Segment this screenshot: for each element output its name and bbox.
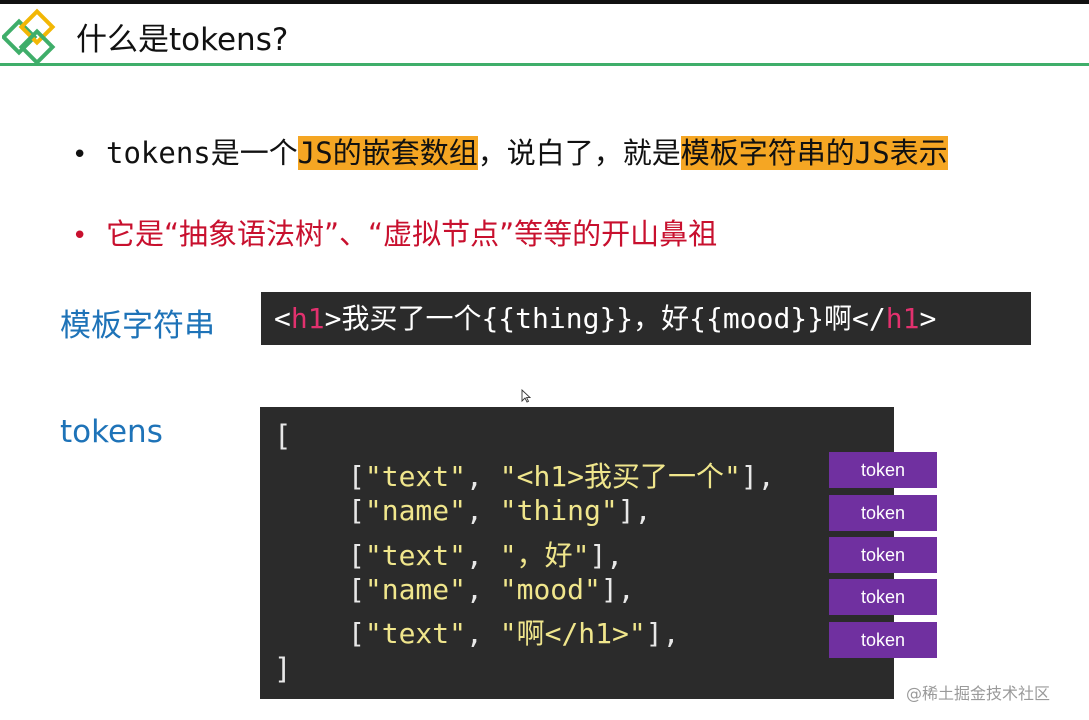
template-tag-open: h1 [290,302,325,335]
row-close: ], [645,617,680,650]
code-row: ["text", "<h1>我买了一个"], [348,455,775,495]
watermark: @稀土掘金技术社区 [906,684,1051,703]
row-sep: , [466,460,500,493]
row-open: [ [348,617,365,650]
row-value: "thing" [499,494,618,527]
tokens-code-block: [ ["text", "<h1>我买了一个"], ["name", "thing… [260,407,894,699]
mouse-cursor-icon [521,389,531,403]
template-end: > [919,302,937,335]
row-type: "text" [364,460,467,493]
row-sep: , [466,494,500,527]
token-badge: token [829,622,937,658]
template-body: 我买了一个{{thing}}，好{{mood}}啊</ [341,302,886,335]
bullet-1-js-a: JS [297,136,333,170]
code-row: ["name", "mood"], [348,573,635,606]
template-string-box: <h1>我买了一个{{thing}}，好{{mood}}啊</h1> [261,292,1031,345]
label-tokens: tokens [60,414,163,450]
template-gt: > [324,302,342,335]
row-value: "，好" [499,539,590,572]
code-close-bracket: ] [274,652,292,686]
row-value: "<h1>我买了一个" [499,460,741,493]
bullet-1-highlight-b: 模板字符串的JS表示 [680,136,948,170]
bullet-1-text-b: ，说白了，就是 [477,136,681,170]
bullet-dot-icon: • [72,140,88,170]
code-open-bracket: [ [274,419,292,453]
row-open: [ [348,573,365,606]
row-type: "name" [364,494,467,527]
row-close: ], [617,494,652,527]
diamond-logo-icon [2,8,56,64]
token-badge: token [829,579,937,615]
row-type: "text" [364,539,467,572]
bullet-1-highlight-b-end: 表示 [889,136,948,170]
bullet-1-highlight-a: JS的嵌套数组 [297,136,478,170]
bullet-1-highlight-a-text: 的嵌套数组 [332,136,478,170]
bullet-1-js-b: JS [854,136,890,170]
template-tag-close: h1 [885,302,920,335]
row-close: ], [740,460,775,493]
token-badge: token [829,495,937,531]
code-row: ["text", "啊</h1>"], [348,612,679,652]
bullet-dot-icon: • [72,221,88,251]
row-sep: , [466,617,500,650]
bullet-1: •tokens是一个JS的嵌套数组，说白了，就是模板字符串的JS表示 [72,130,948,172]
row-open: [ [348,460,365,493]
row-close: ], [589,539,624,572]
token-badge: token [829,452,937,488]
row-open: [ [348,539,365,572]
bullet-2-text: 它是“抽象语法树”、“虚拟节点”等等的开山鼻祖 [106,217,718,251]
row-type: "name" [364,573,467,606]
row-sep: , [466,539,500,572]
bullet-1-text-a: 是一个 [210,136,298,170]
bullet-1-tokens: tokens [106,136,211,170]
row-value: "啊</h1>" [499,617,646,650]
page-title: 什么是tokens? [76,22,289,58]
token-badge: token [829,537,937,573]
top-border [0,0,1089,4]
title-underline [0,63,1089,66]
bullet-2: • 它是“抽象语法树”、“虚拟节点”等等的开山鼻祖 [72,211,717,253]
template-lt: < [274,302,291,335]
row-sep: , [466,573,500,606]
row-type: "text" [364,617,467,650]
code-row: ["name", "thing"], [348,494,651,527]
code-row: ["text", "，好"], [348,534,623,574]
row-value: "mood" [499,573,601,606]
row-close: ], [600,573,635,606]
bullet-1-highlight-b-text: 模板字符串的 [680,136,855,170]
row-open: [ [348,494,365,527]
label-template-string: 模板字符串 [60,308,215,344]
